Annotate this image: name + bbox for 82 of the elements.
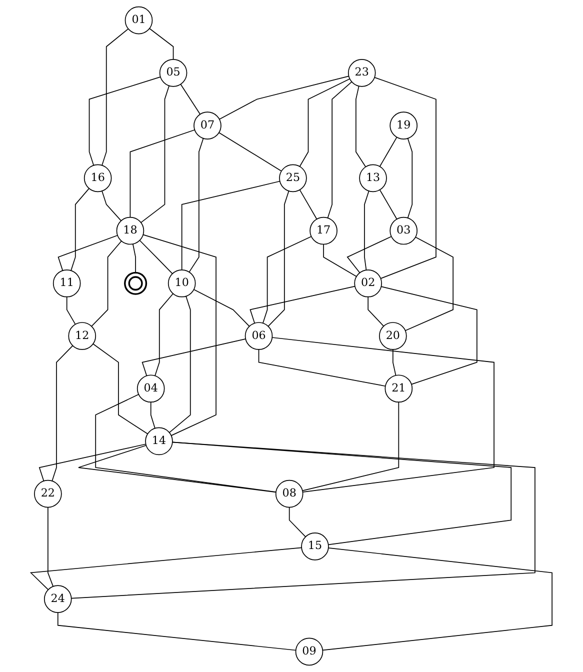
connector bbox=[302, 402, 400, 492]
connector bbox=[346, 236, 392, 274]
connector bbox=[70, 188, 90, 271]
connector bbox=[407, 138, 413, 218]
connector bbox=[379, 136, 398, 167]
connector bbox=[91, 240, 122, 327]
node-circle: 21 bbox=[384, 374, 413, 403]
node-circle: 05 bbox=[159, 59, 188, 87]
connector bbox=[181, 180, 280, 270]
node-circle: 19 bbox=[390, 112, 418, 140]
connector bbox=[139, 240, 173, 274]
connector bbox=[180, 84, 201, 115]
connector bbox=[92, 343, 148, 434]
connector bbox=[58, 612, 296, 651]
connector bbox=[323, 244, 357, 277]
connector bbox=[38, 444, 146, 482]
node-circle: 23 bbox=[348, 59, 376, 87]
connector bbox=[66, 296, 76, 325]
node-circle: 12 bbox=[68, 322, 96, 350]
connector bbox=[356, 86, 366, 168]
connector bbox=[299, 189, 318, 220]
node-circle: 08 bbox=[275, 480, 304, 508]
node-circle bbox=[124, 272, 148, 295]
node-circle: 14 bbox=[145, 427, 173, 456]
connector bbox=[327, 81, 352, 218]
node-circle: 03 bbox=[390, 216, 418, 245]
node-circle: 20 bbox=[379, 322, 407, 350]
connector bbox=[132, 244, 136, 274]
connector bbox=[299, 78, 350, 167]
node-circle: 25 bbox=[279, 164, 307, 192]
node-circle: 18 bbox=[116, 216, 144, 245]
connector bbox=[368, 296, 384, 327]
connector bbox=[258, 349, 386, 387]
connector bbox=[95, 394, 276, 492]
connector bbox=[288, 506, 306, 538]
connector bbox=[52, 345, 74, 482]
node-circle: 01 bbox=[124, 6, 153, 34]
connector bbox=[272, 337, 494, 493]
connector bbox=[48, 506, 54, 587]
connector bbox=[88, 76, 161, 166]
connector bbox=[142, 338, 246, 376]
node-circle: 11 bbox=[52, 269, 81, 298]
connector bbox=[30, 547, 302, 590]
node-circle: 09 bbox=[295, 638, 324, 666]
connector bbox=[150, 402, 156, 429]
node-circle: 06 bbox=[244, 322, 273, 350]
node-circle: 22 bbox=[34, 480, 62, 508]
node-circle: 04 bbox=[136, 374, 165, 403]
connector bbox=[172, 442, 512, 546]
connector bbox=[392, 349, 396, 376]
node-circle: 02 bbox=[354, 269, 382, 298]
connector bbox=[140, 85, 170, 224]
connector bbox=[250, 286, 356, 324]
connector bbox=[193, 289, 250, 327]
connector bbox=[262, 236, 312, 324]
node-circle: 13 bbox=[359, 164, 387, 192]
connector bbox=[404, 236, 454, 332]
connector bbox=[188, 138, 204, 272]
connector bbox=[142, 234, 216, 436]
node-circle: 10 bbox=[168, 269, 196, 298]
node-circle: 24 bbox=[44, 585, 72, 613]
connector bbox=[78, 444, 276, 493]
connector bbox=[219, 76, 350, 120]
connector bbox=[149, 28, 174, 60]
connector bbox=[364, 190, 370, 270]
connector bbox=[70, 442, 536, 599]
connector bbox=[322, 548, 553, 651]
connector bbox=[374, 77, 436, 279]
node-circle: 17 bbox=[310, 216, 338, 245]
connector bbox=[154, 293, 174, 376]
connector bbox=[218, 132, 282, 172]
connector bbox=[268, 190, 290, 327]
node-circle: 15 bbox=[301, 532, 329, 560]
connector bbox=[102, 190, 122, 222]
node-circle: 07 bbox=[194, 112, 222, 140]
connector bbox=[379, 189, 398, 220]
connector bbox=[130, 129, 196, 218]
connector bbox=[380, 286, 478, 385]
node-circle: 16 bbox=[84, 164, 112, 192]
connector bbox=[168, 296, 191, 433]
connector bbox=[102, 28, 129, 166]
connector bbox=[58, 234, 118, 271]
